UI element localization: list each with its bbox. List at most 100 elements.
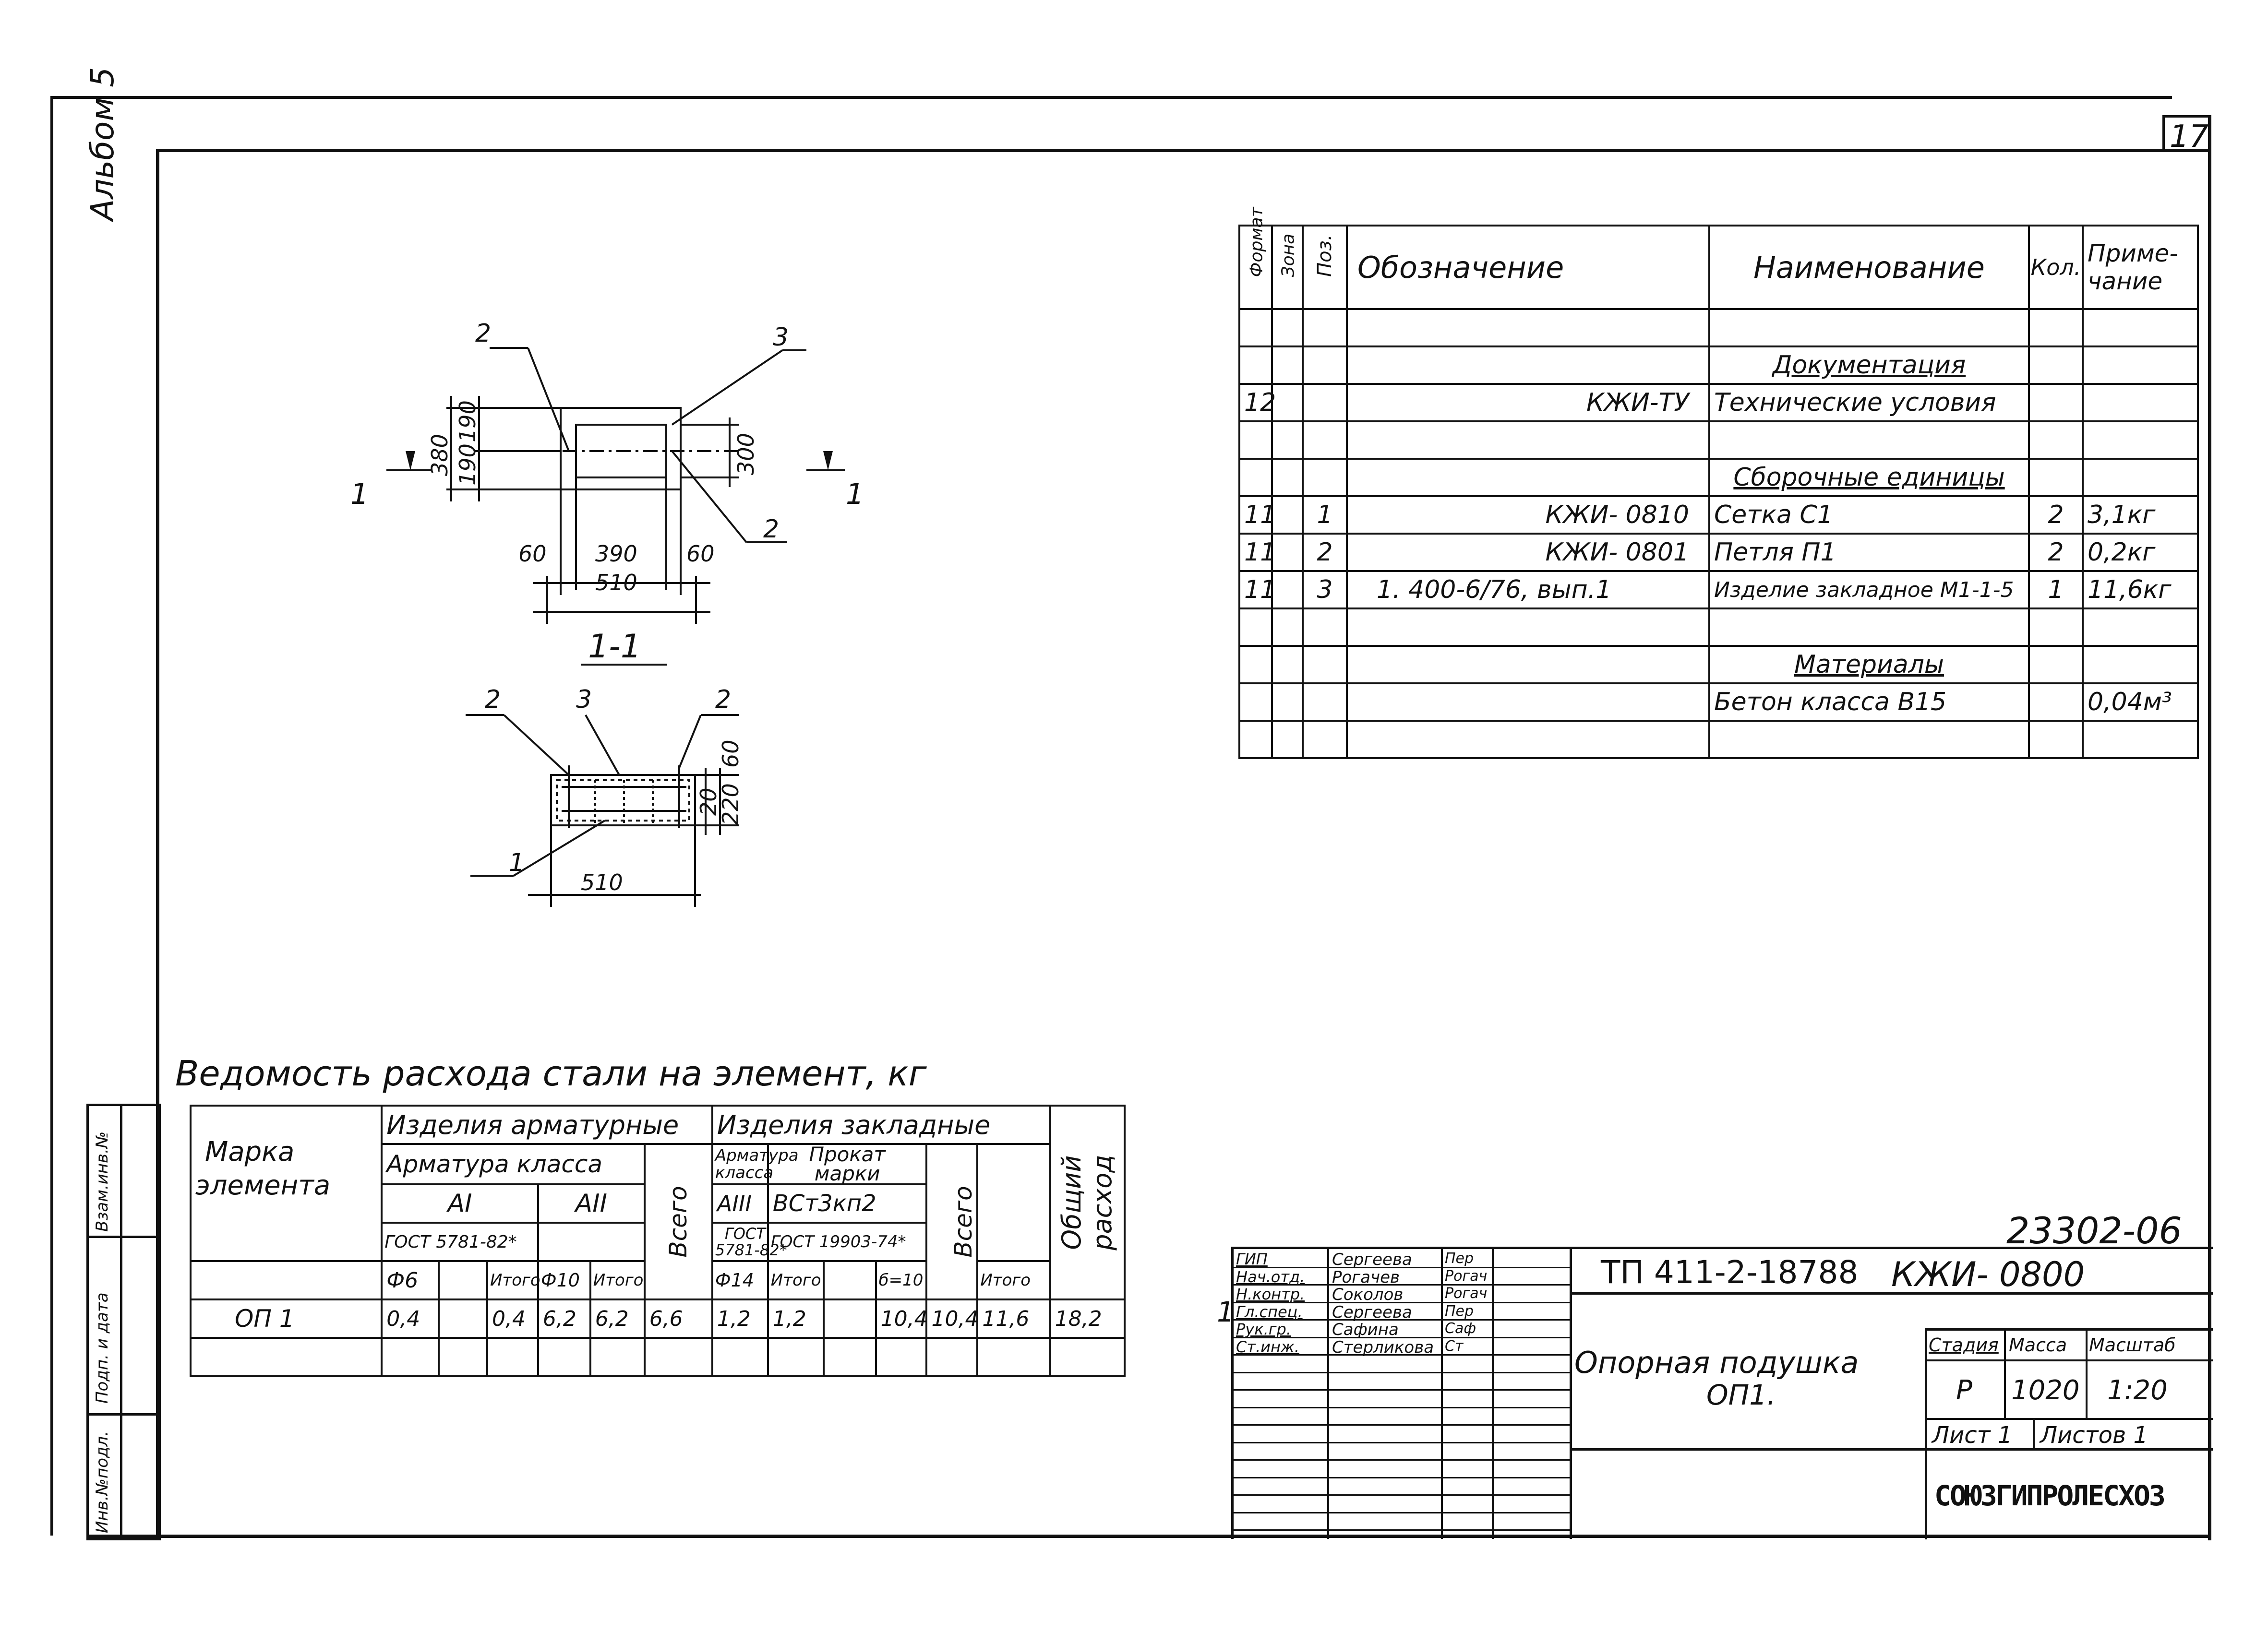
spec-cell-pos [1302, 458, 1348, 497]
scale-value: 1:20 [2107, 1375, 2168, 1406]
spec-cell-designation: 1. 400-6/76, вып.1 [1346, 570, 1710, 609]
spec-cell-qty [2028, 383, 2084, 422]
dim-510-section: 510 [581, 870, 623, 895]
signature-sign: Рогач [1445, 1285, 1488, 1302]
spec-cell-designation [1346, 308, 1710, 347]
steel-h-delta10: б=10 [875, 1260, 928, 1300]
spec-cell-note [2082, 720, 2199, 759]
spec-cell-pos [1302, 308, 1348, 347]
signature-role: Гл.спец. [1236, 1303, 1303, 1321]
steel-cell-blank2 [822, 1299, 877, 1339]
spec-h-note: Приме- чание [2082, 225, 2199, 310]
inner-frame-right [2208, 115, 2211, 1540]
spec-cell-format [1238, 645, 1273, 684]
signature-grid-line [1234, 1267, 1570, 1268]
signature-sign: Ст [1445, 1338, 1464, 1355]
side-stamp-replace-label: Взам.инв.№ [93, 1131, 112, 1232]
steel-cell-d6: 0,4 [381, 1299, 440, 1339]
inner-frame-top [158, 149, 2208, 152]
spec-cell-format: 11 [1238, 570, 1276, 609]
signature-grid-line [1234, 1389, 1570, 1391]
spec-h-zone: Зона [1271, 225, 1304, 310]
mass-value: 1020 [2011, 1375, 2080, 1406]
spec-cell-designation [1346, 608, 1710, 647]
spec-cell-designation [1346, 645, 1710, 684]
outer-frame-left [50, 96, 53, 1536]
signature-sign: Пер [1445, 1250, 1474, 1267]
spec-cell-designation [1346, 345, 1710, 385]
steel-cell-d14: 1,2 [711, 1299, 769, 1339]
dim-380: 380 [427, 434, 453, 476]
steel-h-rolled-1: Прокат [809, 1143, 886, 1166]
spec-cell-qty: 2 [2028, 495, 2084, 535]
dim-510-plan: 510 [595, 570, 637, 596]
steel-h-ai: АI [381, 1183, 539, 1224]
spec-cell-name [1708, 608, 2030, 647]
steel-h-aiii: АIII [711, 1183, 769, 1224]
spec-cell-note [2082, 420, 2199, 460]
corner-box-top [2162, 115, 2210, 118]
spec-cell-name [1708, 720, 2030, 759]
side-stamp-divider-vertical [120, 1106, 122, 1538]
spec-row [1238, 608, 2199, 647]
section-mark-left: 1 [350, 477, 369, 511]
steel-h-total-1-text: Всего [664, 1186, 692, 1258]
spec-row: Документация [1238, 345, 2199, 385]
steel-table-title: Ведомость расхода стали на элемент, кг [175, 1053, 927, 1094]
spec-cell-note [2082, 458, 2199, 497]
plan-outline [560, 407, 682, 490]
dim-190-bottom: 190 [455, 443, 480, 486]
section-mark-right: 1 [846, 477, 864, 511]
signature-grid-line [1234, 1494, 1570, 1496]
steel-h-total-general: Общий расход [1049, 1105, 1126, 1300]
steel-cell-mark: ОП 1 [189, 1299, 383, 1339]
stage-label: Стадия [1929, 1334, 1999, 1356]
signature-sign: Пер [1445, 1303, 1474, 1320]
spec-h-qty: Кол. [2028, 225, 2084, 310]
spec-cell-format [1238, 308, 1273, 347]
steel-h-itogo-2: Итого [589, 1260, 646, 1300]
side-stamp-divider-2 [89, 1413, 158, 1416]
callout-3-section: 3 [576, 685, 592, 714]
spec-h-format-text: Формат [1247, 206, 1267, 277]
signature-grid-line [1234, 1529, 1570, 1531]
spec-cell-pos [1302, 720, 1348, 759]
steel-cell-it2: 6,2 [589, 1299, 646, 1339]
doc-title-1: Опорная подушка [1574, 1345, 1859, 1380]
steel-h-embedded: Изделия закладные [711, 1105, 1051, 1145]
spec-cell-format [1238, 682, 1273, 722]
spec-cell-note [2082, 608, 2199, 647]
spec-cell-zone [1271, 383, 1304, 422]
callout-2-plan-bottom: 2 [763, 515, 779, 544]
signature-name: Сергеева [1332, 1250, 1412, 1269]
steel-cell-delta: 10,4 [875, 1299, 928, 1339]
spec-cell-pos: 1 [1302, 495, 1348, 535]
spec-cell-pos [1302, 383, 1348, 422]
spec-row: Сборочные единицы [1238, 458, 2199, 497]
spec-cell-pos [1302, 345, 1348, 385]
spec-cell-format: 12 [1238, 383, 1276, 422]
callout-1-section: 1 [509, 848, 525, 877]
spec-cell-pos [1302, 645, 1348, 684]
dim-300: 300 [733, 433, 759, 475]
signature-grid-line [1234, 1319, 1570, 1321]
steel-h-mark: Марка элемента [189, 1105, 383, 1262]
spec-h-pos: Поз. [1302, 225, 1348, 310]
steel-h-itogo-3: Итого [767, 1260, 825, 1300]
steel-h-blank-2 [822, 1260, 877, 1300]
spec-header-row: Формат Зона Поз. Обозначение Наименовани… [1238, 206, 2199, 310]
spec-cell-format: 11 [1238, 495, 1276, 535]
inner-frame-bottom [86, 1535, 2210, 1538]
spec-row: Материалы [1238, 645, 2199, 684]
signature-grid-line [1234, 1284, 1570, 1286]
spec-cell-name: Сборочные единицы [1708, 458, 2030, 497]
spec-cell-name [1708, 420, 2030, 460]
steel-h-aiii-class-1: Арматура [715, 1146, 799, 1165]
spec-cell-format: 11 [1238, 533, 1276, 572]
spec-h-zone-text: Зона [1278, 233, 1298, 277]
dim-190-top: 190 [455, 400, 480, 442]
spec-cell-designation [1346, 682, 1710, 722]
